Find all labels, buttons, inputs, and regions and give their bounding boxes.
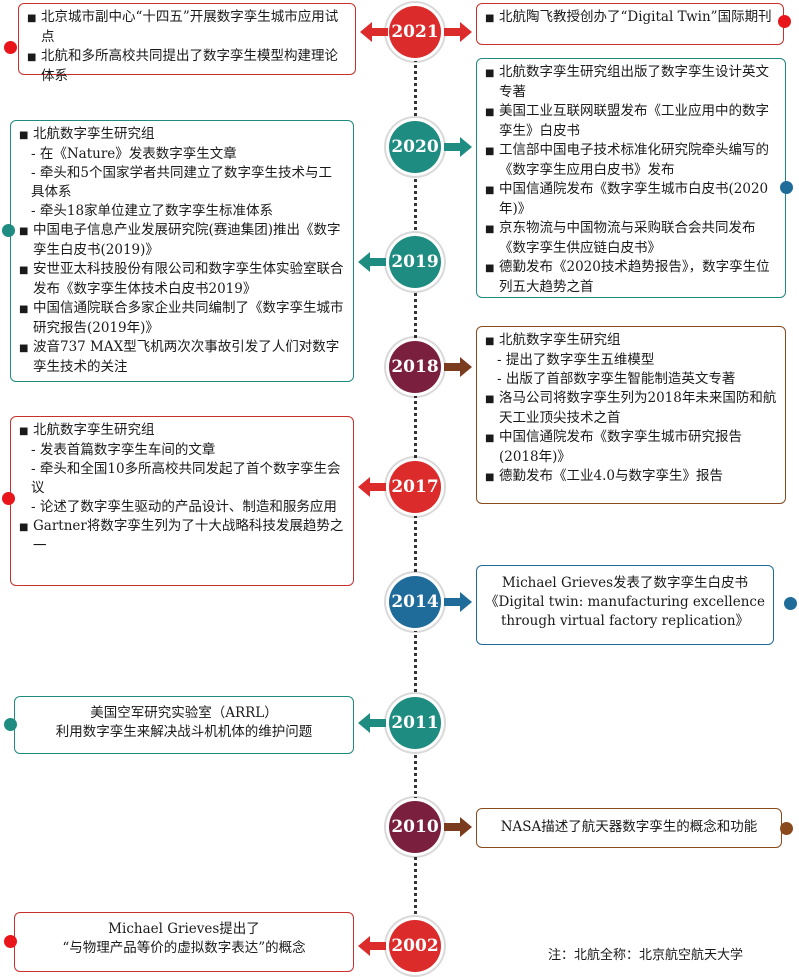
year-2021-circle: 2021 [389,6,441,58]
event-item: 北航数字孪生研究组 [485,331,777,351]
event-item: 北航数字孪生研究组出版了数字孪生设计英文专著 [485,63,777,102]
sub-item: - 提出了数字孪生五维模型 [497,352,655,368]
event-item: Gartner将数字孪生列为了十大战略科技发展趋势之一 [19,517,345,556]
event-item: 北航数字孪生研究组 [19,125,345,145]
arrow-2011-left [358,713,386,733]
box-2020-right: 北航数字孪生研究组出版了数字孪生设计英文专著 美国工业互联网联盟发布《工业应用中… [476,58,786,298]
marker-dot [4,718,17,731]
marker-dot [778,15,791,28]
footnote: 注：北航全称：北京航空航天大学 [548,948,744,963]
box-2011-left: 美国空军研究实验室（ARRL） 利用数字孪生来解决战斗机机体的维护问题 [14,696,354,754]
event-item: 美国工业互联网联盟发布《工业应用中的数字孪生》白皮书 [485,102,777,141]
year-2017-circle: 2017 [389,461,441,513]
box-2019-left: 北航数字孪生研究组 - 在《Nature》发表数字孪生文章 - 牵头和5个国家学… [10,120,354,382]
marker-dot [4,41,17,54]
box-2021-right: 北航陶飞教授创办了“Digital Twin”国际期刊 [476,3,784,45]
box-2018-right: 北航数字孪生研究组 - 提出了数字孪生五维模型 - 出版了首部数字孪生智能制造英… [476,326,786,504]
event-text: “与物理产品等价的虚拟数字表达”的概念 [62,940,306,956]
event-item: 中国信通院发布《数字孪生城市研究报告(2018年)》 [485,428,777,467]
event-text: 利用数字孪生来解决战斗机机体的维护问题 [55,724,313,740]
event-text: NASA描述了航天器数字孪生的概念和功能 [500,819,758,835]
arrow-2002-left [358,936,386,956]
marker-dot [2,224,15,237]
marker-dot [784,597,797,610]
event-text: Michael Grieves发表了数字孪生白皮书 [501,575,749,591]
marker-dot [2,492,15,505]
box-2014-right: Michael Grieves发表了数字孪生白皮书 《Digital twin:… [476,565,774,645]
event-item: 中国电子信息产业发展研究院(赛迪集团)推出《数字孪生白皮书(2019)》 [19,221,345,260]
event-item: 北航陶飞教授创办了“Digital Twin”国际期刊 [485,8,775,28]
event-item: 中国信通院联合多家企业共同编制了《数字孪生城市研究报告(2019年)》 [19,299,345,338]
arrow-2021-right [444,22,472,42]
box-2021-left: 北京城市副中心“十四五”开展数字孪生城市应用试点 北航和多所高校共同提出了数字孪… [18,3,356,84]
marker-dot [780,822,793,835]
event-item: 洛马公司将数字孪生列为2018年未来国防和航天工业顶尖技术之首 [485,389,777,428]
event-item: 波音737 MAX型飞机两次次事故引发了人们对数字孪生技术的关注 [19,338,345,377]
year-2019-circle: 2019 [389,236,441,288]
box-2010-right: NASA描述了航天器数字孪生的概念和功能 [476,808,782,848]
year-2010-circle: 2010 [389,801,441,853]
year-2020-circle: 2020 [389,121,441,173]
arrow-2014-right [444,592,472,612]
arrow-2010-right [444,817,472,837]
sub-item: - 牵头和全国10多所高校共同发起了首个数字孪生会议 [31,461,341,496]
sub-item: - 发表首篇数字孪生车间的文章 [31,442,216,458]
event-item: 德勤发布《2020技术趋势报告》，数字孪生位列五大趋势之首 [485,258,777,297]
sub-item: - 论述了数字孪生驱动的产品设计、制造和服务应用 [31,499,337,515]
event-text: 美国空军研究实验室（ARRL） [90,705,278,721]
event-item: 北航和多所高校共同提出了数字孪生模型构建理论体系 [27,47,347,86]
year-2011-circle: 2011 [389,697,441,749]
event-item: 中国信通院发布《数字孪生城市白皮书(2020年)》 [485,180,777,219]
sub-item: - 在《Nature》发表数字孪生文章 [31,146,237,162]
event-text: 《Digital twin: manufacturing excellence … [485,594,765,629]
year-2014-circle: 2014 [389,576,441,628]
sub-item: - 牵头和5个国家学者共同建立了数字孪生技术与工具体系 [31,165,332,200]
arrow-2019-left [358,252,386,272]
sub-item: - 牵头18家单位建立了数字孪生标准体系 [31,203,274,219]
event-item: 京东物流与中国物流与采购联合会共同发布《数字孪生供应链白皮书》 [485,219,777,258]
year-2018-circle: 2018 [389,341,441,393]
arrow-2020-right [444,137,472,157]
event-text: Michael Grieves提出了 [108,921,260,937]
marker-dot [780,181,793,194]
arrow-2021-left [360,22,388,42]
box-2002-left: Michael Grieves提出了 “与物理产品等价的虚拟数字表达”的概念 [14,912,354,972]
event-item: 北航数字孪生研究组 [19,421,345,441]
box-2017-left: 北航数字孪生研究组 - 发表首篇数字孪生车间的文章 - 牵头和全国10多所高校共… [10,416,354,586]
sub-item: - 出版了首部数字孪生智能制造英文专著 [497,371,736,387]
arrow-2018-right [444,357,472,377]
event-item: 工信部中国电子技术标准化研究院牵头编写的《数字孪生应用白皮书》发布 [485,141,777,180]
event-item: 安世亚太科技股份有限公司和数字孪生体实验室联合发布《数字孪生体技术白皮书2019… [19,260,345,299]
marker-dot [4,935,17,948]
year-2002-circle: 2002 [389,920,441,972]
arrow-2017-left [358,477,386,497]
event-item: 德勤发布《工业4.0与数字孪生》报告 [485,467,777,487]
event-item: 北京城市副中心“十四五”开展数字孪生城市应用试点 [27,8,347,47]
